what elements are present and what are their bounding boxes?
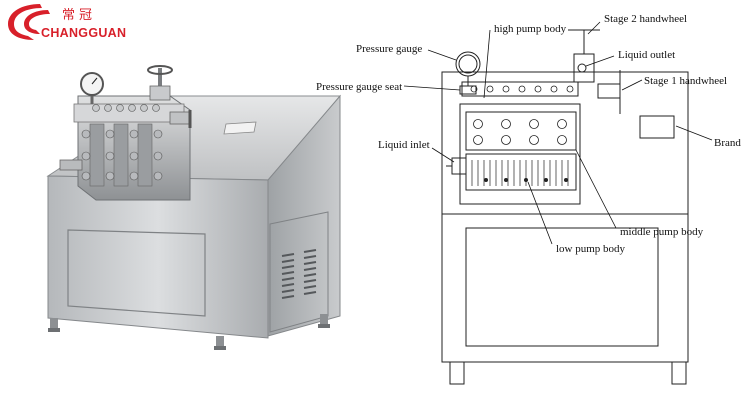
- label-middle-pump-body: middle pump body: [620, 226, 704, 238]
- brand-logo: 常冠 CHANGGUAN: [0, 0, 140, 50]
- brand-name-en: CHANGGUAN: [41, 26, 127, 40]
- label-low-pump-body: low pump body: [556, 243, 626, 255]
- label-pressure-gauge: Pressure gauge: [356, 43, 422, 55]
- label-stage2-handwheel: Stage 2 handwheel: [604, 13, 687, 25]
- label-stage1-handwheel: Stage 1 handwheel: [644, 75, 727, 87]
- label-liquid-inlet: Liquid inlet: [378, 139, 430, 151]
- label-brand: Brand: [714, 137, 741, 149]
- label-pressure-gauge-seat: Pressure gauge seat: [316, 81, 402, 93]
- label-high-pump-body: high pump body: [494, 23, 567, 35]
- brand-name-cn: 常冠: [62, 8, 97, 23]
- logo-swoosh-icon: [8, 4, 50, 40]
- label-liquid-outlet: Liquid outlet: [618, 49, 675, 61]
